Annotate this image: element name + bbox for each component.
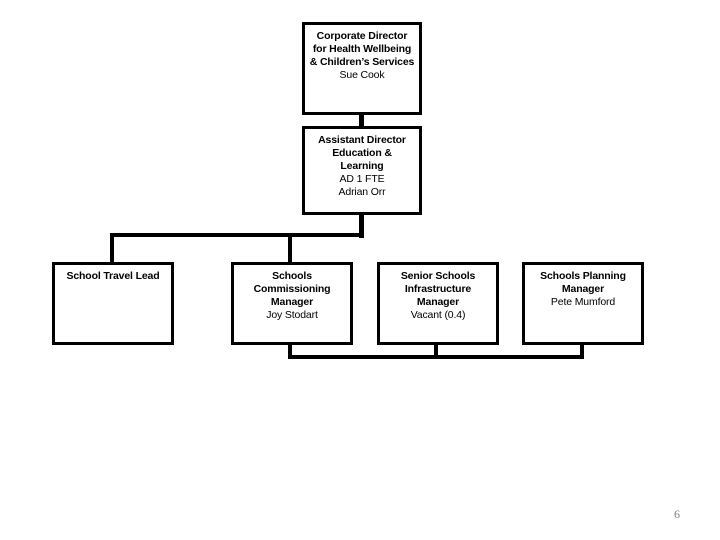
connector-commissioning-drop <box>288 345 292 359</box>
node-title-line: Manager <box>270 296 314 308</box>
connector-planning-drop <box>580 345 584 359</box>
node-title-line: Senior Schools <box>400 270 476 282</box>
node-person-line: Joy Stodart <box>266 309 318 321</box>
node-title-line: Corporate Director <box>316 30 408 42</box>
node-person-line: Sue Cook <box>339 69 385 81</box>
node-title-line: Learning <box>340 160 384 172</box>
node-title-line: Commissioning <box>253 283 331 295</box>
connector-director-to-assistant <box>359 115 364 126</box>
node-school-travel-lead[interactable]: School Travel Lead <box>52 262 174 345</box>
node-person-line: Vacant (0.4) <box>410 309 466 321</box>
node-title-line: Manager <box>416 296 460 308</box>
node-title-line: Education & <box>332 147 392 159</box>
page-number: 6 <box>674 507 680 521</box>
node-title-line: Infrastructure <box>404 283 472 295</box>
node-title-line: Schools <box>272 270 312 282</box>
node-person-line: AD 1 FTE <box>339 173 385 185</box>
connector-bottom-bus <box>288 355 584 359</box>
connector-middle-bus <box>110 233 362 237</box>
node-person-line: Adrian Orr <box>338 186 386 198</box>
connector-bus-to-commissioning <box>288 233 292 262</box>
node-title-line: for Health Wellbeing <box>312 43 412 55</box>
connector-bus-to-school-travel-lead <box>110 233 114 262</box>
node-title-line: Manager <box>561 283 605 295</box>
connector-assistant-drop <box>359 215 364 238</box>
node-person-line: Pete Mumford <box>550 296 616 308</box>
node-title-line: Assistant Director <box>318 134 406 146</box>
node-title-line: Schools Planning <box>540 270 626 282</box>
node-title-line: & Children’s Services <box>309 56 415 68</box>
node-title-line: School Travel Lead <box>66 270 160 282</box>
connector-infrastructure-drop <box>434 345 438 359</box>
